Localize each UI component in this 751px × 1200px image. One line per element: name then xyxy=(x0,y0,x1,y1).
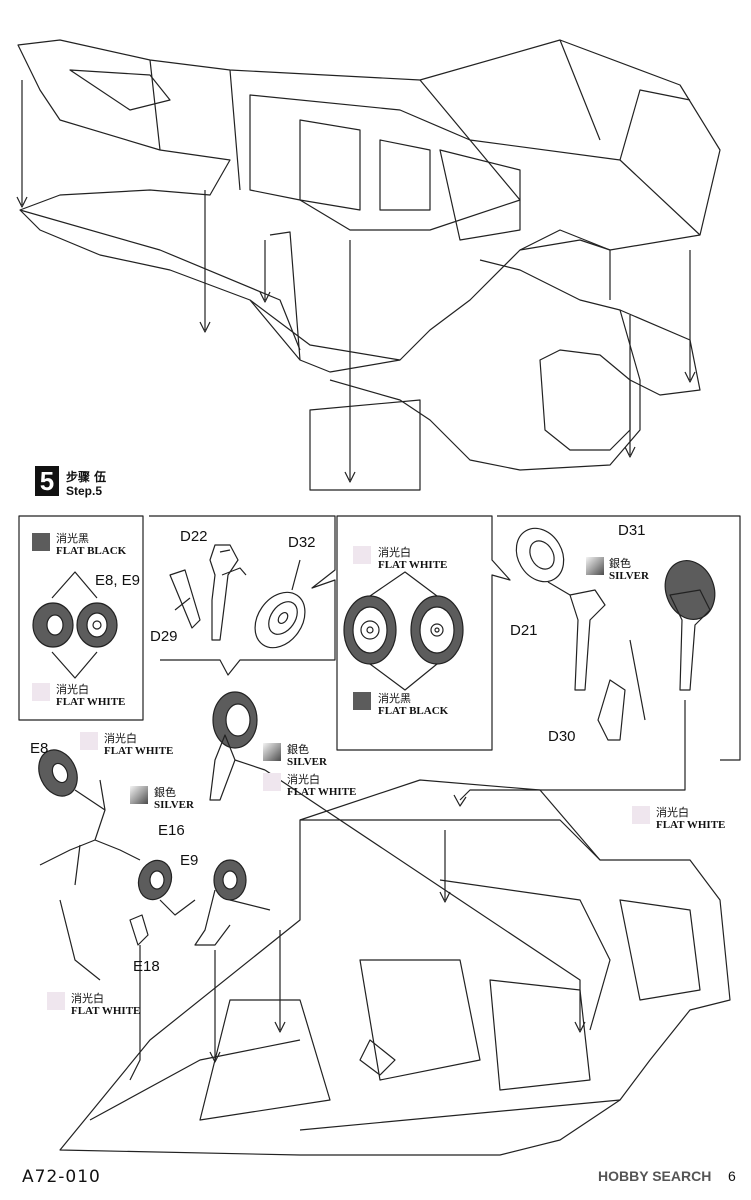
silver-swatch xyxy=(130,786,148,804)
nose-gear-assembled-left xyxy=(38,749,173,946)
part-label-d29: D29 xyxy=(150,628,178,645)
panel-nose-wheels xyxy=(18,515,144,721)
part-label-e8-e9: E8, E9 xyxy=(95,572,141,589)
wheel-e8 xyxy=(32,602,74,648)
watermark-text: HOBBY SEARCH xyxy=(598,1168,712,1184)
gear-strut-d21 xyxy=(569,589,626,741)
wheel-main-right xyxy=(410,595,464,665)
step-title-en: Step.5 xyxy=(66,484,103,498)
wheel-d31 xyxy=(515,527,565,583)
silver-swatch xyxy=(263,743,281,761)
part-label-e9: E9 xyxy=(180,852,199,869)
flat-white-swatch xyxy=(263,773,281,791)
flat-white-swatch xyxy=(47,992,65,1010)
part-label-e16: E16 xyxy=(158,822,185,839)
panel-main-gear-left xyxy=(149,515,336,676)
flat-black-swatch xyxy=(353,692,371,710)
silver-swatch xyxy=(586,557,604,575)
wheel-main-left xyxy=(343,595,397,665)
product-code: A72-010 xyxy=(22,1167,101,1187)
assembly-arrows-top xyxy=(16,80,696,483)
flat-white-swatch xyxy=(632,806,650,824)
part-label-e8: E8 xyxy=(30,740,49,757)
panel-right-gear xyxy=(497,515,741,761)
gear-strut-d22 xyxy=(169,544,247,641)
flat-white-swatch xyxy=(32,683,50,701)
step-number: 5 xyxy=(35,466,59,496)
flat-white-swatch xyxy=(353,546,371,564)
nose-gear-assembled-center xyxy=(194,859,271,946)
aircraft-lower-view xyxy=(59,779,731,1156)
panel-main-wheels xyxy=(336,515,511,751)
part-label-d30: D30 xyxy=(548,728,576,745)
part-label-d21: D21 xyxy=(510,622,538,639)
part-label-d32: D32 xyxy=(288,534,316,551)
step-title-cn: 步骤 伍 xyxy=(66,470,107,484)
part-label-d31: D31 xyxy=(618,522,646,539)
part-label-d22: D22 xyxy=(180,528,208,545)
main-gear-assembled xyxy=(209,691,266,801)
page-number: 6 xyxy=(728,1168,736,1184)
flat-black-swatch xyxy=(32,533,50,551)
callout-arrow-right xyxy=(459,700,686,801)
aircraft-upper-view xyxy=(17,39,721,491)
wheel-e9 xyxy=(76,602,118,648)
assembly-arrows-bottom xyxy=(59,769,586,1081)
flat-white-swatch xyxy=(80,732,98,750)
gear-assembly-right xyxy=(664,560,716,691)
part-label-e18: E18 xyxy=(133,958,160,975)
wheel-d32 xyxy=(254,591,306,649)
